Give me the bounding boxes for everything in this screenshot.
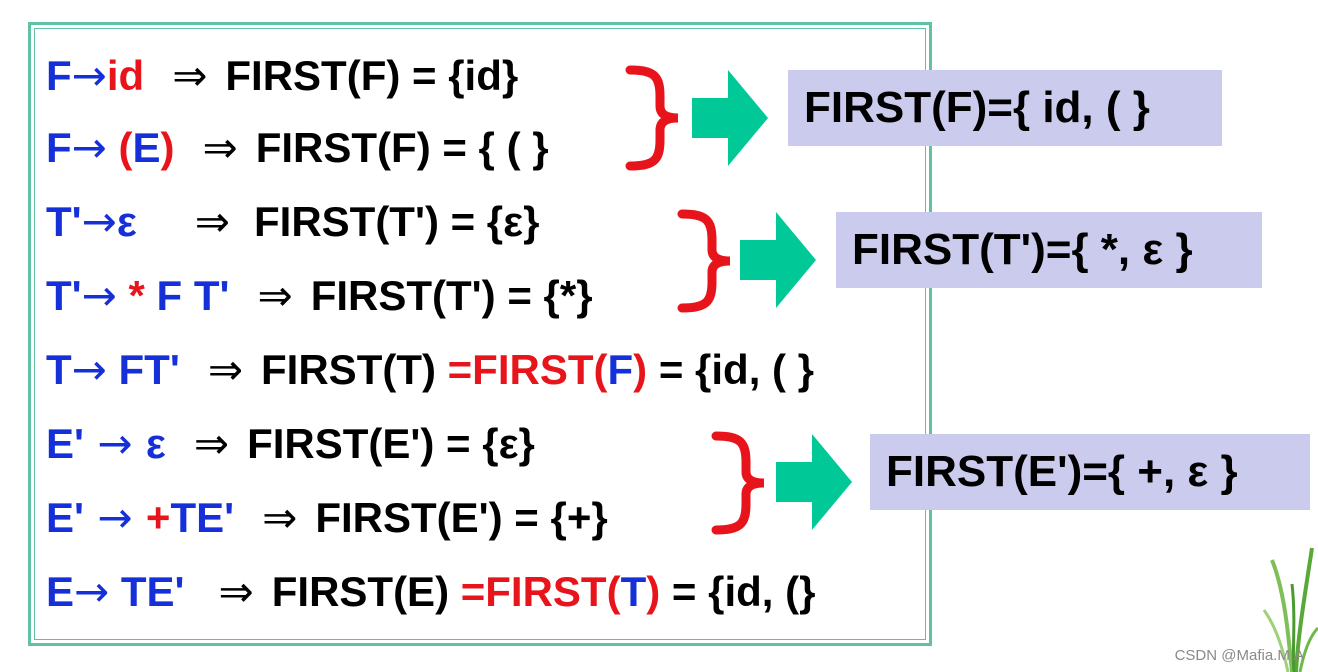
- rule-first: FIRST(T') = {ε}: [254, 198, 540, 245]
- result-first-eprime: FIRST(E')={ +, ε }: [870, 434, 1310, 510]
- rule-e-teprime: E→ TE' ⇒ FIRST(E) =FIRST(T) = {id, (}: [46, 562, 815, 622]
- rule-f-id: F→id ⇒ FIRST(F) = {id}: [46, 46, 518, 106]
- rule-rhs-mid: E: [132, 124, 161, 171]
- right-arrow-icon: [692, 70, 768, 166]
- rule-first-e: = {id, ( }: [647, 346, 815, 393]
- rule-f-paren-e: F→ (E) ⇒ FIRST(F) = { ( }: [46, 118, 549, 178]
- rule-first: FIRST(F) = {id}: [225, 52, 519, 99]
- rule-rhs: ε: [116, 198, 137, 245]
- derive-arrow: →: [71, 123, 107, 172]
- implies-symbol: ⇒: [207, 345, 244, 394]
- rule-rhs-plus: +: [145, 494, 171, 541]
- rule-tprime-epsilon: T'→ε ⇒ FIRST(T') = {ε}: [46, 192, 539, 252]
- right-brace-icon: [711, 431, 765, 535]
- rule-first: FIRST(F) = { ( }: [255, 124, 549, 171]
- result-first-f: FIRST(F)={ id, ( }: [788, 70, 1222, 146]
- right-arrow-icon: [740, 212, 816, 308]
- implies-symbol: ⇒: [262, 493, 298, 542]
- implies-symbol: ⇒: [257, 271, 293, 320]
- rule-first-c: T: [620, 568, 647, 615]
- watermark: CSDN @Mafia.M.A: [1174, 647, 1304, 664]
- implies-symbol: ⇒: [193, 419, 230, 468]
- result-first-tprime: FIRST(T')={ *, ε }: [836, 212, 1262, 288]
- rule-eprime-epsilon: E' → ε ⇒ FIRST(E') = {ε}: [46, 414, 535, 474]
- right-brace-icon: [625, 65, 679, 171]
- rule-lhs: F: [46, 52, 72, 99]
- rule-lhs: T': [46, 198, 82, 245]
- rule-first-b: =FIRST(: [460, 568, 621, 615]
- rule-rhs-open: (: [106, 124, 133, 171]
- derive-arrow: →: [81, 271, 117, 320]
- rule-rhs: TE': [109, 568, 185, 615]
- rule-t-ftprime: T→ FT' ⇒ FIRST(T) =FIRST(F) = {id, ( }: [46, 340, 814, 400]
- derive-arrow: →: [84, 419, 146, 468]
- rule-lhs: F: [46, 124, 72, 171]
- rule-first-c: F: [607, 346, 634, 393]
- rule-first-d: ): [646, 568, 661, 615]
- rule-rhs: FT': [106, 346, 180, 393]
- right-arrow-icon: [776, 434, 852, 530]
- derive-arrow: →: [84, 493, 146, 542]
- derive-arrow: →: [71, 345, 107, 394]
- implies-symbol: ⇒: [172, 51, 208, 100]
- rule-first-d: ): [633, 346, 648, 393]
- grass-decoration-icon: [1262, 547, 1318, 672]
- rule-tprime-star: T'→ * F T' ⇒ FIRST(T') = {*}: [46, 266, 593, 326]
- rule-first: FIRST(E') = {+}: [315, 494, 608, 541]
- rule-eprime-plus: E' → +TE' ⇒ FIRST(E') = {+}: [46, 488, 608, 548]
- rule-lhs: E: [46, 568, 75, 615]
- implies-symbol: ⇒: [218, 567, 254, 616]
- rule-first: FIRST(E') = {ε}: [247, 420, 535, 467]
- rule-first-a: FIRST(T): [261, 346, 448, 393]
- right-brace-icon: [677, 209, 731, 313]
- outer-frame: [28, 22, 932, 646]
- rule-rhs-rest: F T': [144, 272, 230, 319]
- rule-rhs-star: *: [116, 272, 145, 319]
- rule-rhs: ε: [145, 420, 166, 467]
- rule-rhs-close: ): [160, 124, 175, 171]
- rule-lhs: E': [46, 420, 85, 467]
- rule-first-a: FIRST(E): [271, 568, 461, 615]
- rule-rhs: id: [106, 52, 145, 99]
- rule-first-e: = {id, (}: [660, 568, 816, 615]
- rule-lhs: T: [46, 346, 72, 393]
- derive-arrow: →: [81, 197, 117, 246]
- rule-lhs: T': [46, 272, 82, 319]
- derive-arrow: →: [71, 51, 107, 100]
- derive-arrow: →: [74, 567, 110, 616]
- implies-symbol: ⇒: [194, 197, 230, 246]
- rule-lhs: E': [46, 494, 85, 541]
- inner-frame: [34, 28, 926, 640]
- rule-first-b: =FIRST(: [447, 346, 608, 393]
- rule-first: FIRST(T') = {*}: [310, 272, 593, 319]
- rule-rhs-rest: TE': [170, 494, 235, 541]
- implies-symbol: ⇒: [202, 123, 238, 172]
